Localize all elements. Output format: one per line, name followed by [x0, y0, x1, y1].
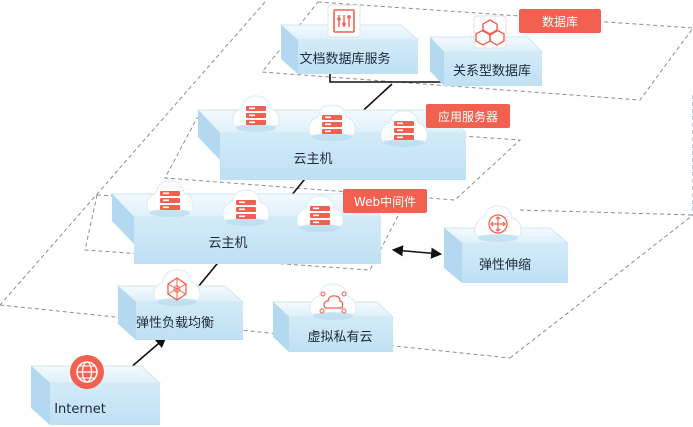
vpc-label: 虚拟私有云	[307, 330, 372, 345]
tag-web-middleware-text: Web中间件	[354, 194, 416, 209]
node-auto-scaling[interactable]: 弹性伸缩	[442, 205, 570, 283]
arrow-web-scaling	[391, 245, 443, 259]
node-internet[interactable]: Internet	[29, 355, 162, 425]
tier-plane-database	[261, 1, 693, 101]
node-vpc[interactable]: 虚拟私有云	[271, 283, 395, 352]
node-load-balancer[interactable]: 弹性负载均衡	[116, 269, 245, 340]
cube-cluster-icon	[473, 15, 507, 49]
tier-plane-outer	[0, 1, 693, 359]
tag-database: 数据库	[519, 9, 601, 33]
tag-database-text: 数据库	[542, 14, 578, 29]
document-icon	[327, 4, 361, 38]
globe-icon	[70, 355, 104, 389]
vpc-cloud-icon	[309, 283, 357, 320]
node-doc-db[interactable]: 文档数据库服务	[279, 4, 420, 74]
cloud-server-icon	[232, 95, 280, 133]
auto-scaling-label: 弹性伸缩	[479, 257, 531, 273]
cloud-server-icon	[146, 180, 194, 218]
scaling-cloud-icon	[474, 205, 522, 242]
internet-label: Internet	[54, 402, 106, 417]
tag-web-middleware: Web中间件	[343, 189, 427, 213]
relational-db-label: 关系型数据库	[453, 63, 531, 79]
node-relational-db[interactable]: 关系型数据库	[428, 15, 544, 86]
network-web-icon	[153, 269, 201, 306]
cloud-host-app-label: 云主机	[293, 152, 332, 167]
tag-app-server: 应用服务器	[426, 104, 510, 128]
node-cloud-host-web[interactable]: 云主机	[110, 180, 383, 264]
doc-db-label: 文档数据库服务	[299, 51, 390, 67]
node-cloud-host-app[interactable]: 云主机	[196, 95, 468, 180]
cloud-host-web-label: 云主机	[208, 236, 247, 251]
load-balancer-label: 弹性负载均衡	[136, 316, 214, 331]
tier-plane-web	[84, 194, 401, 271]
tag-app-server-text: 应用服务器	[438, 109, 498, 124]
